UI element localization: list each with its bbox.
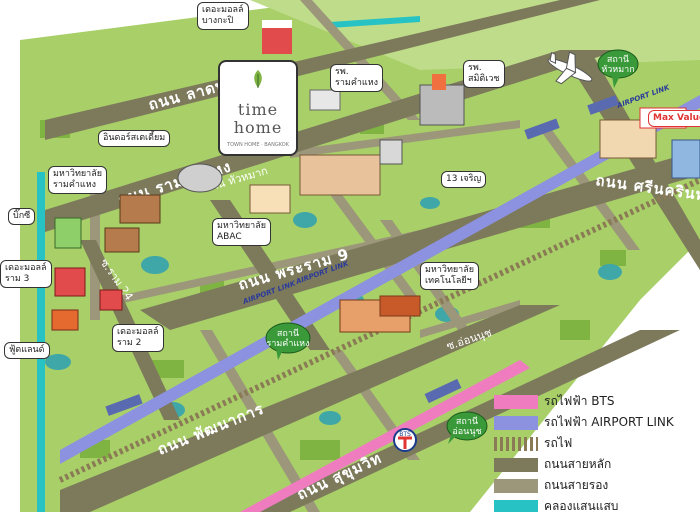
station-huamark-label-1: สถานี (607, 54, 629, 65)
legend-row: ถนนสายรอง (494, 476, 694, 495)
place-indoor-stadium: อินดอร์สเตเดี้ยม (98, 130, 171, 147)
station-ramkhamhaeng-label-1: สถานี (277, 328, 299, 339)
place-mall-bangkapi: เดอะมอลล์บางกะปิ (197, 2, 249, 30)
legend-swatch (494, 415, 538, 430)
legend-swatch (494, 499, 538, 512)
legend-label: รถไฟฟ้า AIRPORT LINK (544, 415, 674, 429)
map-legend: รถไฟฟ้า BTS รถไฟฟ้า AIRPORT LINK รถไฟถนนสา… (494, 392, 694, 512)
place-rmutk: มหาวิทยาลัยเทคโนโลยีฯ (420, 262, 480, 290)
legend-row: รถไฟฟ้า AIRPORT LINK (494, 413, 694, 432)
legend-swatch (494, 478, 538, 493)
bts-track (240, 360, 530, 512)
logo-word-home: home (233, 118, 283, 137)
place-ramkhamhaeng-univ: มหาวิทยาลัยรามคำแหง (48, 166, 108, 194)
station-ramkhamhaeng-label-2: รามคำแหง (266, 338, 309, 349)
legend-row: คลองแสนแสบ (494, 497, 694, 512)
legend-label: รถไฟฟ้า BTS (544, 394, 615, 408)
legend-row: ถนนสายหลัก (494, 455, 694, 474)
station-on-nut-label-1: สถานี (456, 416, 478, 427)
legend-label: ถนนสายรอง (544, 478, 609, 492)
logo-word-time: time (237, 100, 279, 119)
place-foodland: ฟู้ดแลนด์ (4, 342, 50, 359)
place-ramkhamhaeng-hospital: รพ.รามคำแหง (330, 64, 384, 92)
place-max-value: Max Value (648, 110, 700, 127)
station-ramkhamhaeng: สถานี รามคำแหง (265, 322, 311, 360)
legend-label: ถนนสายหลัก (544, 457, 612, 471)
airport-link-track (60, 95, 700, 464)
trains (105, 95, 619, 416)
place-samitivej-hospital: รพ.สมิติเวช (463, 60, 505, 88)
bts-logo-text: BTS (399, 431, 411, 438)
time-home-logo: time home TOWN HOME · BANGKOK (218, 60, 298, 156)
leaf-icon (248, 68, 268, 90)
place-soi-13-charoen: 13 เจริญ (441, 171, 487, 188)
bts-logo: BTS (393, 428, 417, 452)
legend-swatch (494, 457, 538, 472)
legend-row: รถไฟฟ้า BTS (494, 392, 694, 411)
road-pattanakarn (60, 305, 560, 512)
place-mall-ram2: เดอะมอลล์ราม 2 (112, 324, 164, 352)
logo-tagline: TOWN HOME · BANGKOK (227, 142, 289, 148)
station-huamark-label-2: หัวหมาก (601, 65, 634, 75)
legend-label: รถไฟ (544, 436, 573, 450)
airplane-icon (547, 51, 593, 85)
legend-row: รถไฟ (494, 434, 694, 453)
place-big-c: บิ๊กซี (8, 208, 36, 225)
station-on-nut-label-2: อ่อนนุช (452, 427, 481, 437)
legend-label: คลองแสนแสบ (544, 499, 619, 512)
buildings (51, 20, 700, 333)
place-mall-ram3: เดอะมอลล์ราม 3 (0, 260, 52, 288)
railway (58, 177, 700, 483)
station-on-nut: สถานี อ่อนนุช (446, 411, 488, 444)
canal-top (330, 16, 420, 28)
legend-swatch (494, 436, 538, 451)
legend-swatch (494, 394, 538, 409)
station-huamark: สถานี หัวหมาก (597, 49, 639, 88)
road-ladprao (45, 0, 600, 140)
